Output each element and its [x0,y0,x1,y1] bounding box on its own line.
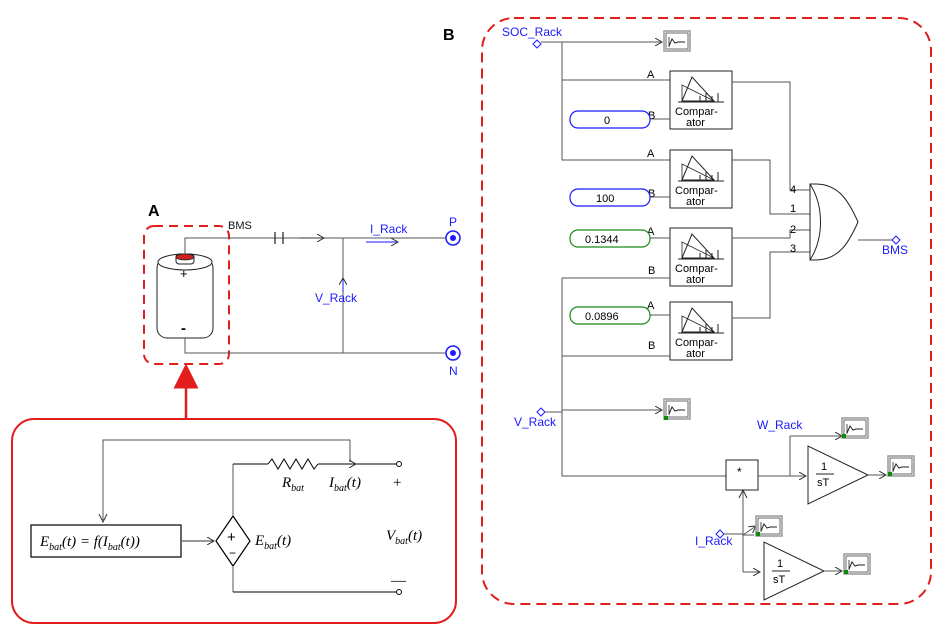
feedback-wire [102,439,351,520]
comparator-1-port-a: A [647,69,655,81]
integrator-2-num: 1 [777,558,783,570]
terminal-minus-label: — [390,573,407,589]
comparator-4-port-b: B [648,340,655,352]
comparator-4-port-a: A [647,300,655,312]
comparator-2-name-1: Compar- [675,185,718,197]
i-rack-b-label: I_Rack [695,534,733,548]
comparator-1-name-1: Compar- [675,106,718,118]
terminal-voltage-label: Vbat(t) [386,528,422,547]
w-rack-label: W_Rack [757,418,803,432]
const-0-value: 0 [604,115,610,127]
breaker-switch-icon [274,232,284,244]
node-n-label: N [449,364,458,378]
integrator-2-den: sT [773,574,786,586]
panel-b-dashed-box [481,17,932,605]
node-p-label: P [449,215,457,229]
const-0-0896-value: 0.0896 [585,311,619,323]
battery-minus-label: - [181,320,186,337]
emf-function-text: Ebat(t) = f(Ibat(t)) [39,534,140,553]
comparator-3-name-1: Compar- [675,263,718,275]
const-100-value: 100 [596,193,614,205]
equivalent-circuit-box [11,418,457,624]
emf-label: Ebat(t) [254,533,291,552]
bms-breaker-label: BMS [228,220,252,232]
comparator-4-name-1: Compar- [675,337,718,349]
comparator-3-name-2: ator [686,274,705,286]
or-input-1: 1 [790,203,796,215]
battery-plus-label: + [180,266,188,281]
resistor-icon [267,458,319,470]
battery-cell-icon [156,253,214,339]
battery-bottom-wire [184,338,446,354]
resistance-label: Rbat [281,475,304,494]
or-input-4: 4 [790,184,796,196]
panel-b-letter: B [443,27,455,44]
feedback-arrowhead-icon [98,513,108,524]
comparator-3-port-a: A [647,226,655,238]
comparator-2-name-2: ator [686,196,705,208]
integrator-1-num: 1 [821,461,827,473]
comparator-3-port-b: B [648,265,655,277]
node-n-terminal-icon [445,345,461,361]
comparator-1-name-2: ator [686,117,705,129]
v-rack-b-label: V_Rack [514,415,557,429]
integrator-1-icon [807,445,870,505]
comparator-2-port-a: A [647,148,655,160]
multiplier-symbol: * [737,465,742,479]
source-minus-label: − [229,546,236,560]
soc-rack-label: SOC_Rack [502,25,563,39]
bms-output-label: BMS [882,243,908,257]
current-label: Ibat(t) [328,475,361,494]
battery-top-wire [184,237,446,254]
const-0-1344-value: 0.1344 [585,234,619,246]
or-input-3: 3 [790,243,796,255]
bottom-terminal-icon [396,589,402,595]
comparator-1-port-b: B [648,110,655,122]
integrator-2-icon [763,541,826,601]
integrator-1-den: sT [817,477,830,489]
source-plus-label: + [227,529,236,546]
emf-function-block [30,524,182,558]
multiplier-block [725,459,759,491]
node-p-terminal-icon [445,230,461,246]
top-terminal-icon [396,461,402,467]
comparator-2-port-b: B [648,188,655,200]
i-rack-label: I_Rack [370,222,408,236]
panel-a-letter: A [148,203,160,220]
or-input-2: 2 [790,224,796,236]
v-rack-label: V_Rack [315,291,358,305]
terminal-plus-label: + [393,475,401,491]
comparator-4-name-2: ator [686,348,705,360]
soc-scope-icon [663,30,691,52]
or-gate-icon [809,183,859,261]
